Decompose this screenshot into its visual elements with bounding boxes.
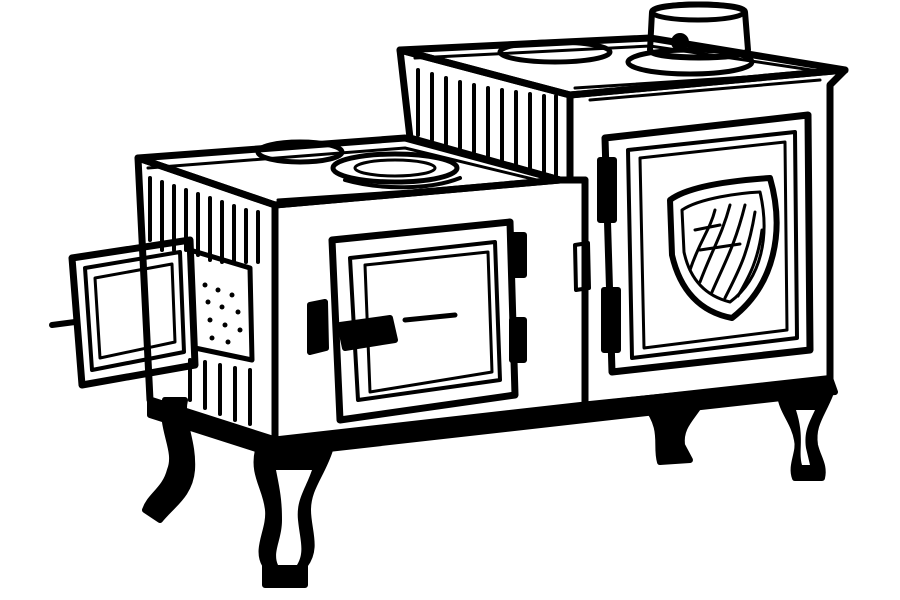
burner-center xyxy=(330,151,460,185)
flame-pattern-icon xyxy=(688,203,764,300)
oven-door-center xyxy=(328,218,527,424)
firebox-opening xyxy=(187,247,255,363)
burner-rear-right xyxy=(625,47,755,77)
stove-upper-body xyxy=(396,34,849,423)
shield-window-icon xyxy=(667,175,780,321)
upper-burners xyxy=(497,39,755,77)
lower-burners xyxy=(255,139,462,190)
leg-back-left xyxy=(142,397,196,523)
door-latch xyxy=(337,315,398,351)
side-door-open xyxy=(49,236,255,389)
front-knobs xyxy=(307,241,591,355)
upper-base-rail xyxy=(582,375,838,423)
burner-left xyxy=(255,139,345,165)
burner-rear-left xyxy=(497,39,613,65)
leg-front-right-inner xyxy=(642,402,703,465)
oven-door-right xyxy=(597,111,814,376)
upper-riser-panel xyxy=(396,46,574,184)
cooking-pot xyxy=(647,1,751,61)
lower-base-rail xyxy=(147,397,588,458)
